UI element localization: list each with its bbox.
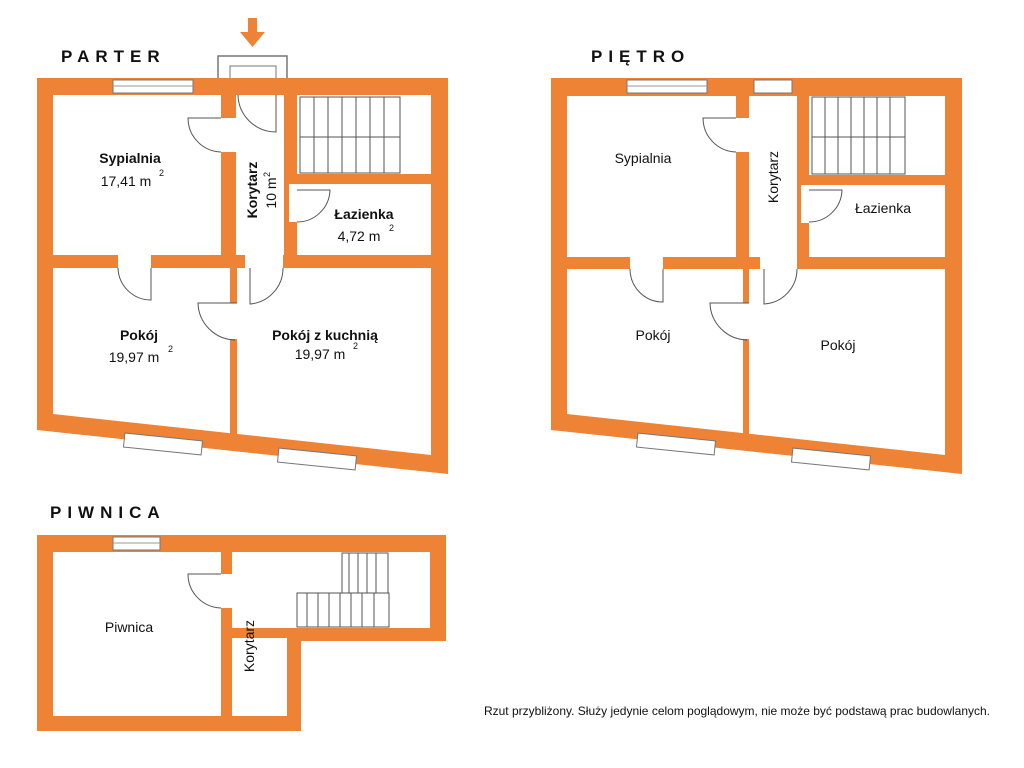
- door: [801, 185, 843, 223]
- window: [753, 79, 793, 94]
- door: [236, 94, 277, 133]
- room-label: Korytarz: [241, 620, 257, 672]
- area-superscript: 2: [159, 168, 164, 178]
- piwnica-wall-korytarz: [232, 628, 287, 638]
- parter-outer-wall: [37, 78, 448, 474]
- room-label: Korytarz: [765, 151, 781, 203]
- door: [197, 302, 237, 341]
- door: [702, 117, 749, 153]
- pietro-plan: [551, 78, 962, 474]
- parter-plan: [37, 18, 448, 474]
- door: [117, 255, 152, 301]
- room-area: 4,72 m: [338, 228, 381, 244]
- door: [709, 302, 749, 341]
- pietro-wall-pokoje: [743, 269, 749, 441]
- floor-title-parter: PARTER: [61, 47, 166, 66]
- room-label: Pokój z kuchnią: [272, 327, 378, 343]
- door: [245, 255, 284, 305]
- room-area: 19,97 m: [295, 346, 346, 362]
- door: [760, 257, 798, 305]
- stairs: [299, 96, 401, 174]
- window: [635, 432, 717, 456]
- room-label: Pokój: [820, 337, 855, 353]
- entrance-vestibule: [217, 55, 288, 78]
- door: [629, 257, 664, 303]
- area-superscript: 2: [389, 223, 394, 233]
- pietro-wall-lazienka: [797, 175, 945, 185]
- window: [276, 447, 358, 471]
- door: [289, 184, 331, 223]
- window: [122, 432, 204, 456]
- room-label: Piwnica: [105, 619, 153, 635]
- room-label: Korytarz: [244, 162, 260, 219]
- piwnica-plan: [37, 535, 446, 731]
- door: [187, 117, 236, 153]
- pietro-wall-horizontal: [567, 257, 945, 269]
- area-superscript: 2: [353, 341, 358, 351]
- floor-title-piwnica: PIWNICA: [50, 503, 166, 522]
- parter-wall-horizontal: [53, 255, 431, 268]
- piwnica-outer-wall: [37, 535, 446, 731]
- window: [790, 447, 872, 471]
- area-superscript: 2: [262, 172, 272, 177]
- parter-wall-pokoje: [230, 268, 237, 440]
- parter-wall-lazienka: [284, 174, 431, 184]
- stairs: [296, 552, 390, 628]
- door: [187, 573, 232, 609]
- room-area: 19,97 m: [109, 349, 160, 365]
- area-superscript: 2: [168, 344, 173, 354]
- pietro-outer-wall: [551, 78, 962, 474]
- room-area: 17,41 m: [101, 173, 152, 189]
- stairs: [811, 96, 906, 175]
- room-label: Sypialnia: [99, 150, 161, 166]
- disclaimer-text: Rzut przybliżony. Służy jedynie celom po…: [484, 704, 990, 718]
- floor-title-pietro: PIĘTRO: [591, 47, 690, 66]
- room-label: Sypialnia: [615, 150, 672, 166]
- room-label: Pokój: [120, 327, 158, 343]
- piwnica-wall-divider: [221, 552, 232, 716]
- room-area: 10 m: [263, 177, 279, 208]
- entrance-arrow-icon: [240, 18, 265, 47]
- room-label: Łazienka: [334, 206, 393, 222]
- room-label: Łazienka: [855, 200, 911, 216]
- room-label: Pokój: [635, 327, 670, 343]
